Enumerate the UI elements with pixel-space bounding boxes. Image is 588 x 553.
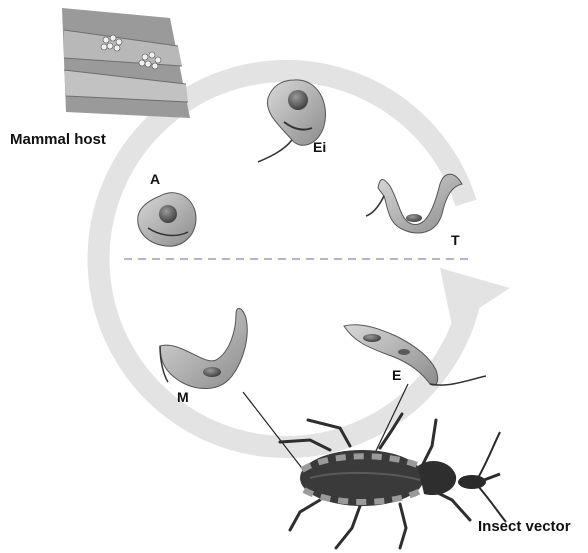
mammal-tissue-image bbox=[62, 8, 190, 118]
stage-a-label: A bbox=[150, 171, 160, 187]
stage-m-label: M bbox=[177, 389, 189, 405]
insect-vector-label: Insect vector bbox=[478, 518, 571, 535]
stage-t-parasite bbox=[366, 174, 462, 233]
stage-t-label: T bbox=[451, 232, 460, 248]
stage-m-parasite bbox=[160, 308, 247, 388]
stage-ei-label: Ei bbox=[313, 139, 326, 155]
stage-a-parasite bbox=[138, 193, 196, 247]
stage-e-label: E bbox=[392, 367, 401, 383]
mammal-host-label: Mammal host bbox=[10, 131, 106, 148]
